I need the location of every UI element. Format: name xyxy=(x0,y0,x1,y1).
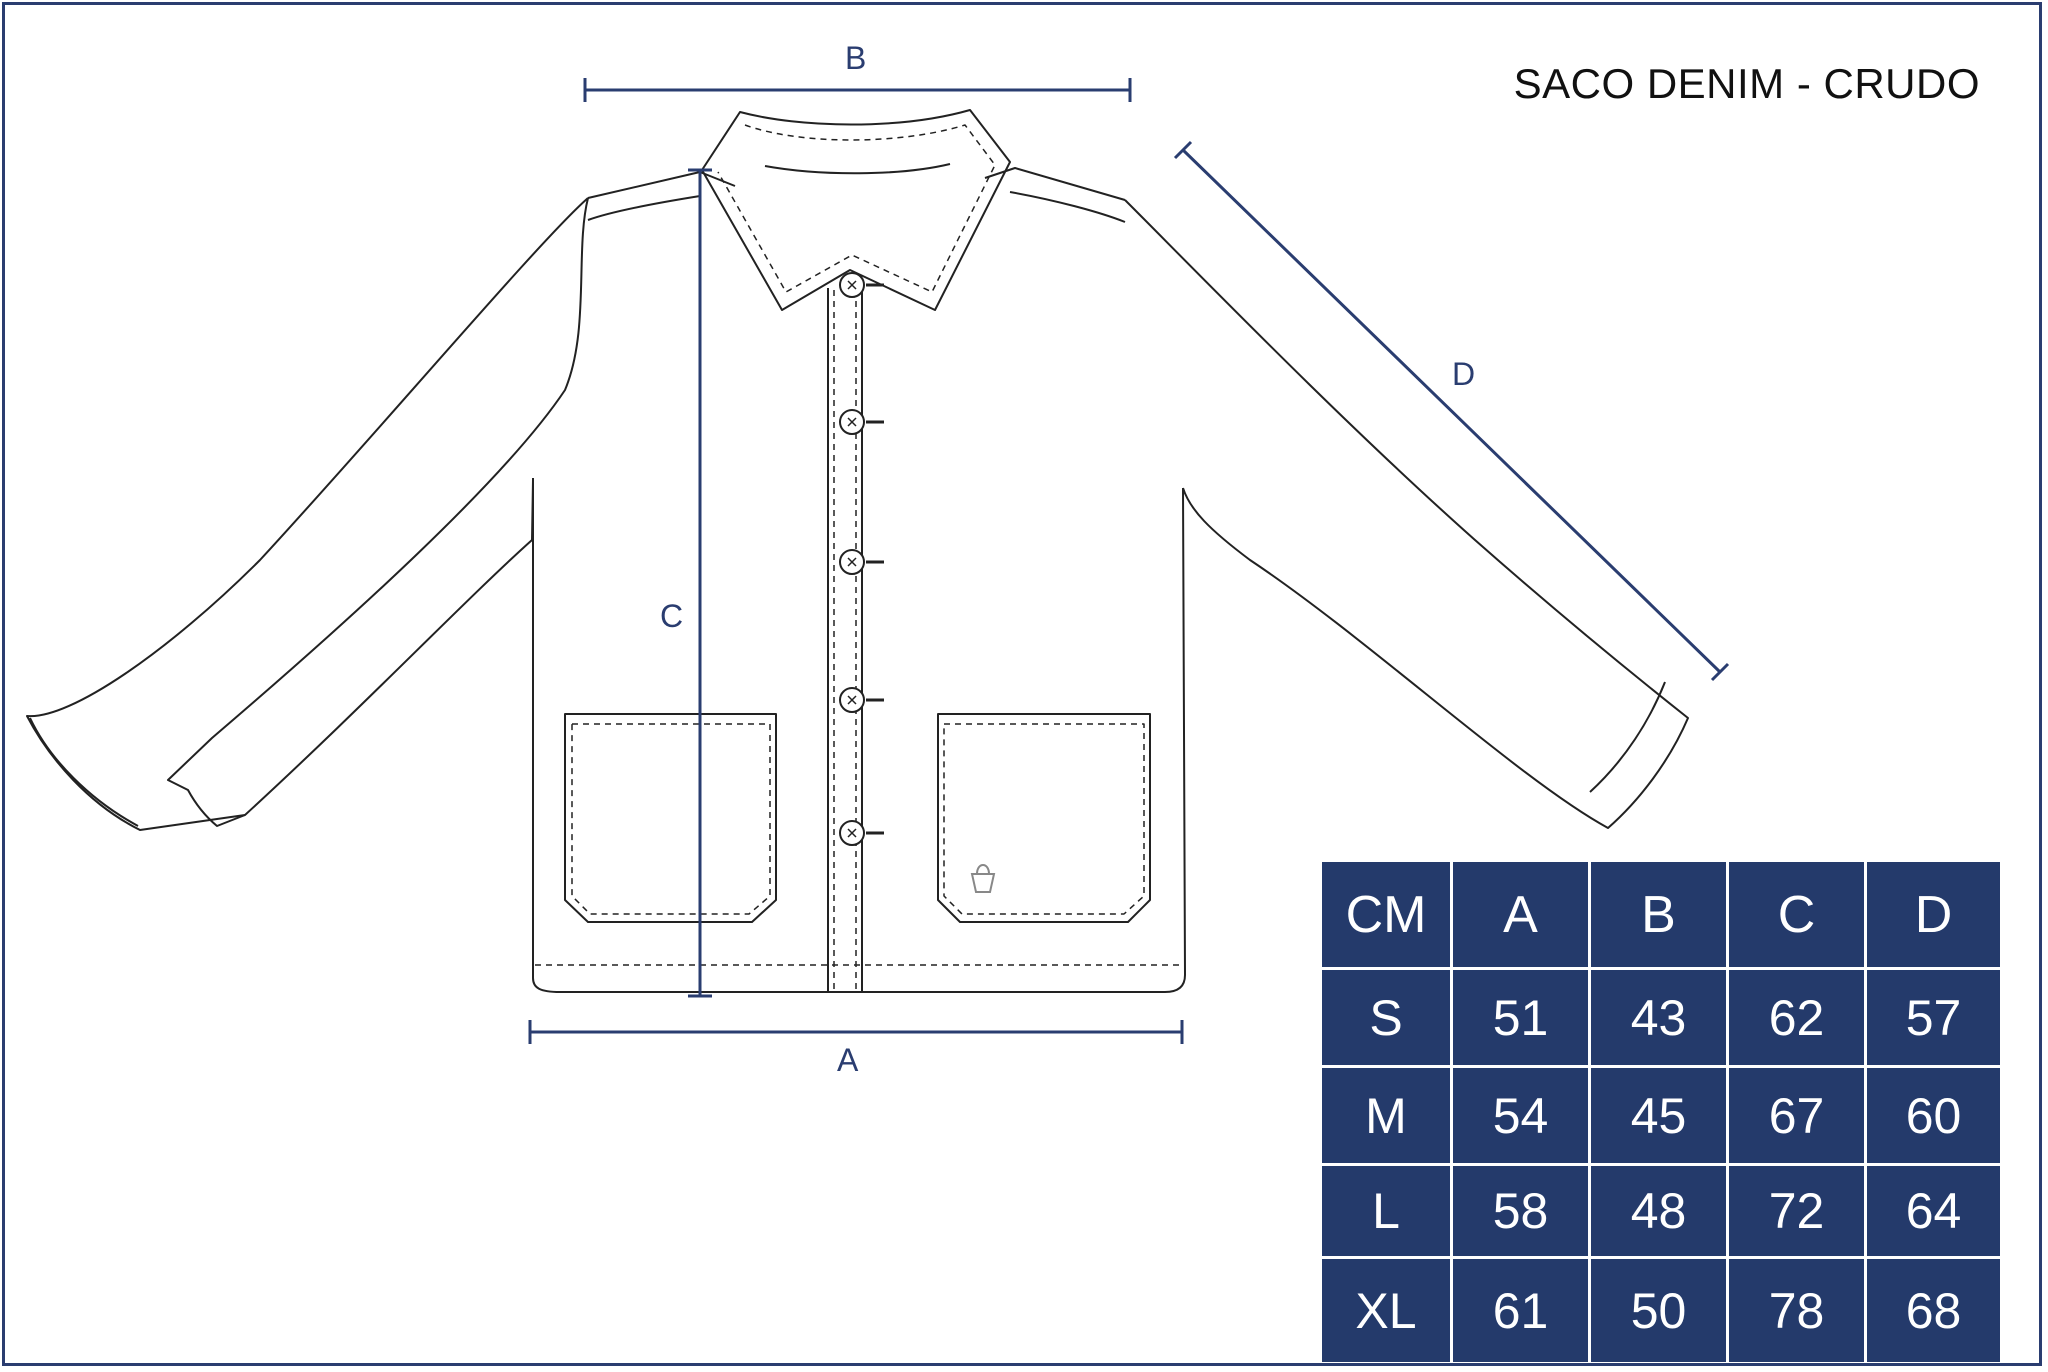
table-cell: 72 xyxy=(1729,1166,1864,1256)
table-size-label: L xyxy=(1322,1166,1450,1256)
table-cell: 68 xyxy=(1867,1259,2000,1362)
button-hole-marks xyxy=(847,280,857,838)
table-cell: 50 xyxy=(1591,1259,1726,1362)
table-header-cell: CM xyxy=(1322,862,1450,967)
table-cell: 51 xyxy=(1453,970,1588,1065)
right-yoke xyxy=(984,167,1126,223)
placket xyxy=(827,288,863,992)
table-header-cell: D xyxy=(1867,862,2000,967)
table-cell: 58 xyxy=(1453,1166,1588,1256)
placket-stitch xyxy=(833,290,857,990)
left-pocket-stitch xyxy=(571,723,771,915)
left-yoke xyxy=(587,171,736,221)
table-header-cell: C xyxy=(1729,862,1864,967)
table-header-cell: B xyxy=(1591,862,1726,967)
neckline xyxy=(764,163,951,175)
table-cell: 61 xyxy=(1453,1259,1588,1362)
left-sleeve xyxy=(167,197,589,827)
table-size-label: M xyxy=(1322,1068,1450,1163)
left-pocket xyxy=(564,713,777,923)
dimension-label-a: A xyxy=(837,1042,859,1078)
table-size-label: XL xyxy=(1322,1259,1450,1362)
table-cell: 60 xyxy=(1867,1068,2000,1163)
collar-stitch xyxy=(717,124,996,293)
table-cell: 43 xyxy=(1591,970,1726,1065)
table-cell: 45 xyxy=(1591,1068,1726,1163)
table-header-cell: A xyxy=(1453,862,1588,967)
right-pocket xyxy=(937,713,1151,923)
table-size-label: S xyxy=(1322,970,1450,1065)
right-cuff-seam xyxy=(1589,681,1666,793)
dimension-label-d: D xyxy=(1452,356,1476,392)
table-cell: 67 xyxy=(1729,1068,1864,1163)
dimension-line-b xyxy=(583,78,1132,102)
dimension-line-a xyxy=(528,1020,1184,1044)
table-cell: 62 xyxy=(1729,970,1864,1065)
product-title: SACO DENIM - CRUDO xyxy=(1513,60,1980,107)
button-icon xyxy=(839,272,884,846)
right-pocket-stitch xyxy=(943,723,1145,915)
table-cell: 48 xyxy=(1591,1166,1726,1256)
collar xyxy=(701,109,1011,311)
table-cell: 78 xyxy=(1729,1259,1864,1362)
left-cuff-seam xyxy=(29,717,139,827)
table-cell: 57 xyxy=(1867,970,2000,1065)
left-sleeve-outline xyxy=(26,197,589,831)
dimension-label-c: C xyxy=(660,598,684,634)
right-sleeve-outline xyxy=(1124,199,1689,829)
dimension-label-b: B xyxy=(845,40,867,76)
bag-logo-icon xyxy=(970,864,996,893)
size-table: CM A B C D S 51 43 62 57 M 54 45 67 60 L… xyxy=(1322,862,2000,1362)
table-cell: 64 xyxy=(1867,1166,2000,1256)
dimension-line-c xyxy=(688,168,712,998)
dimension-line-d xyxy=(1173,140,1730,682)
table-cell: 54 xyxy=(1453,1068,1588,1163)
